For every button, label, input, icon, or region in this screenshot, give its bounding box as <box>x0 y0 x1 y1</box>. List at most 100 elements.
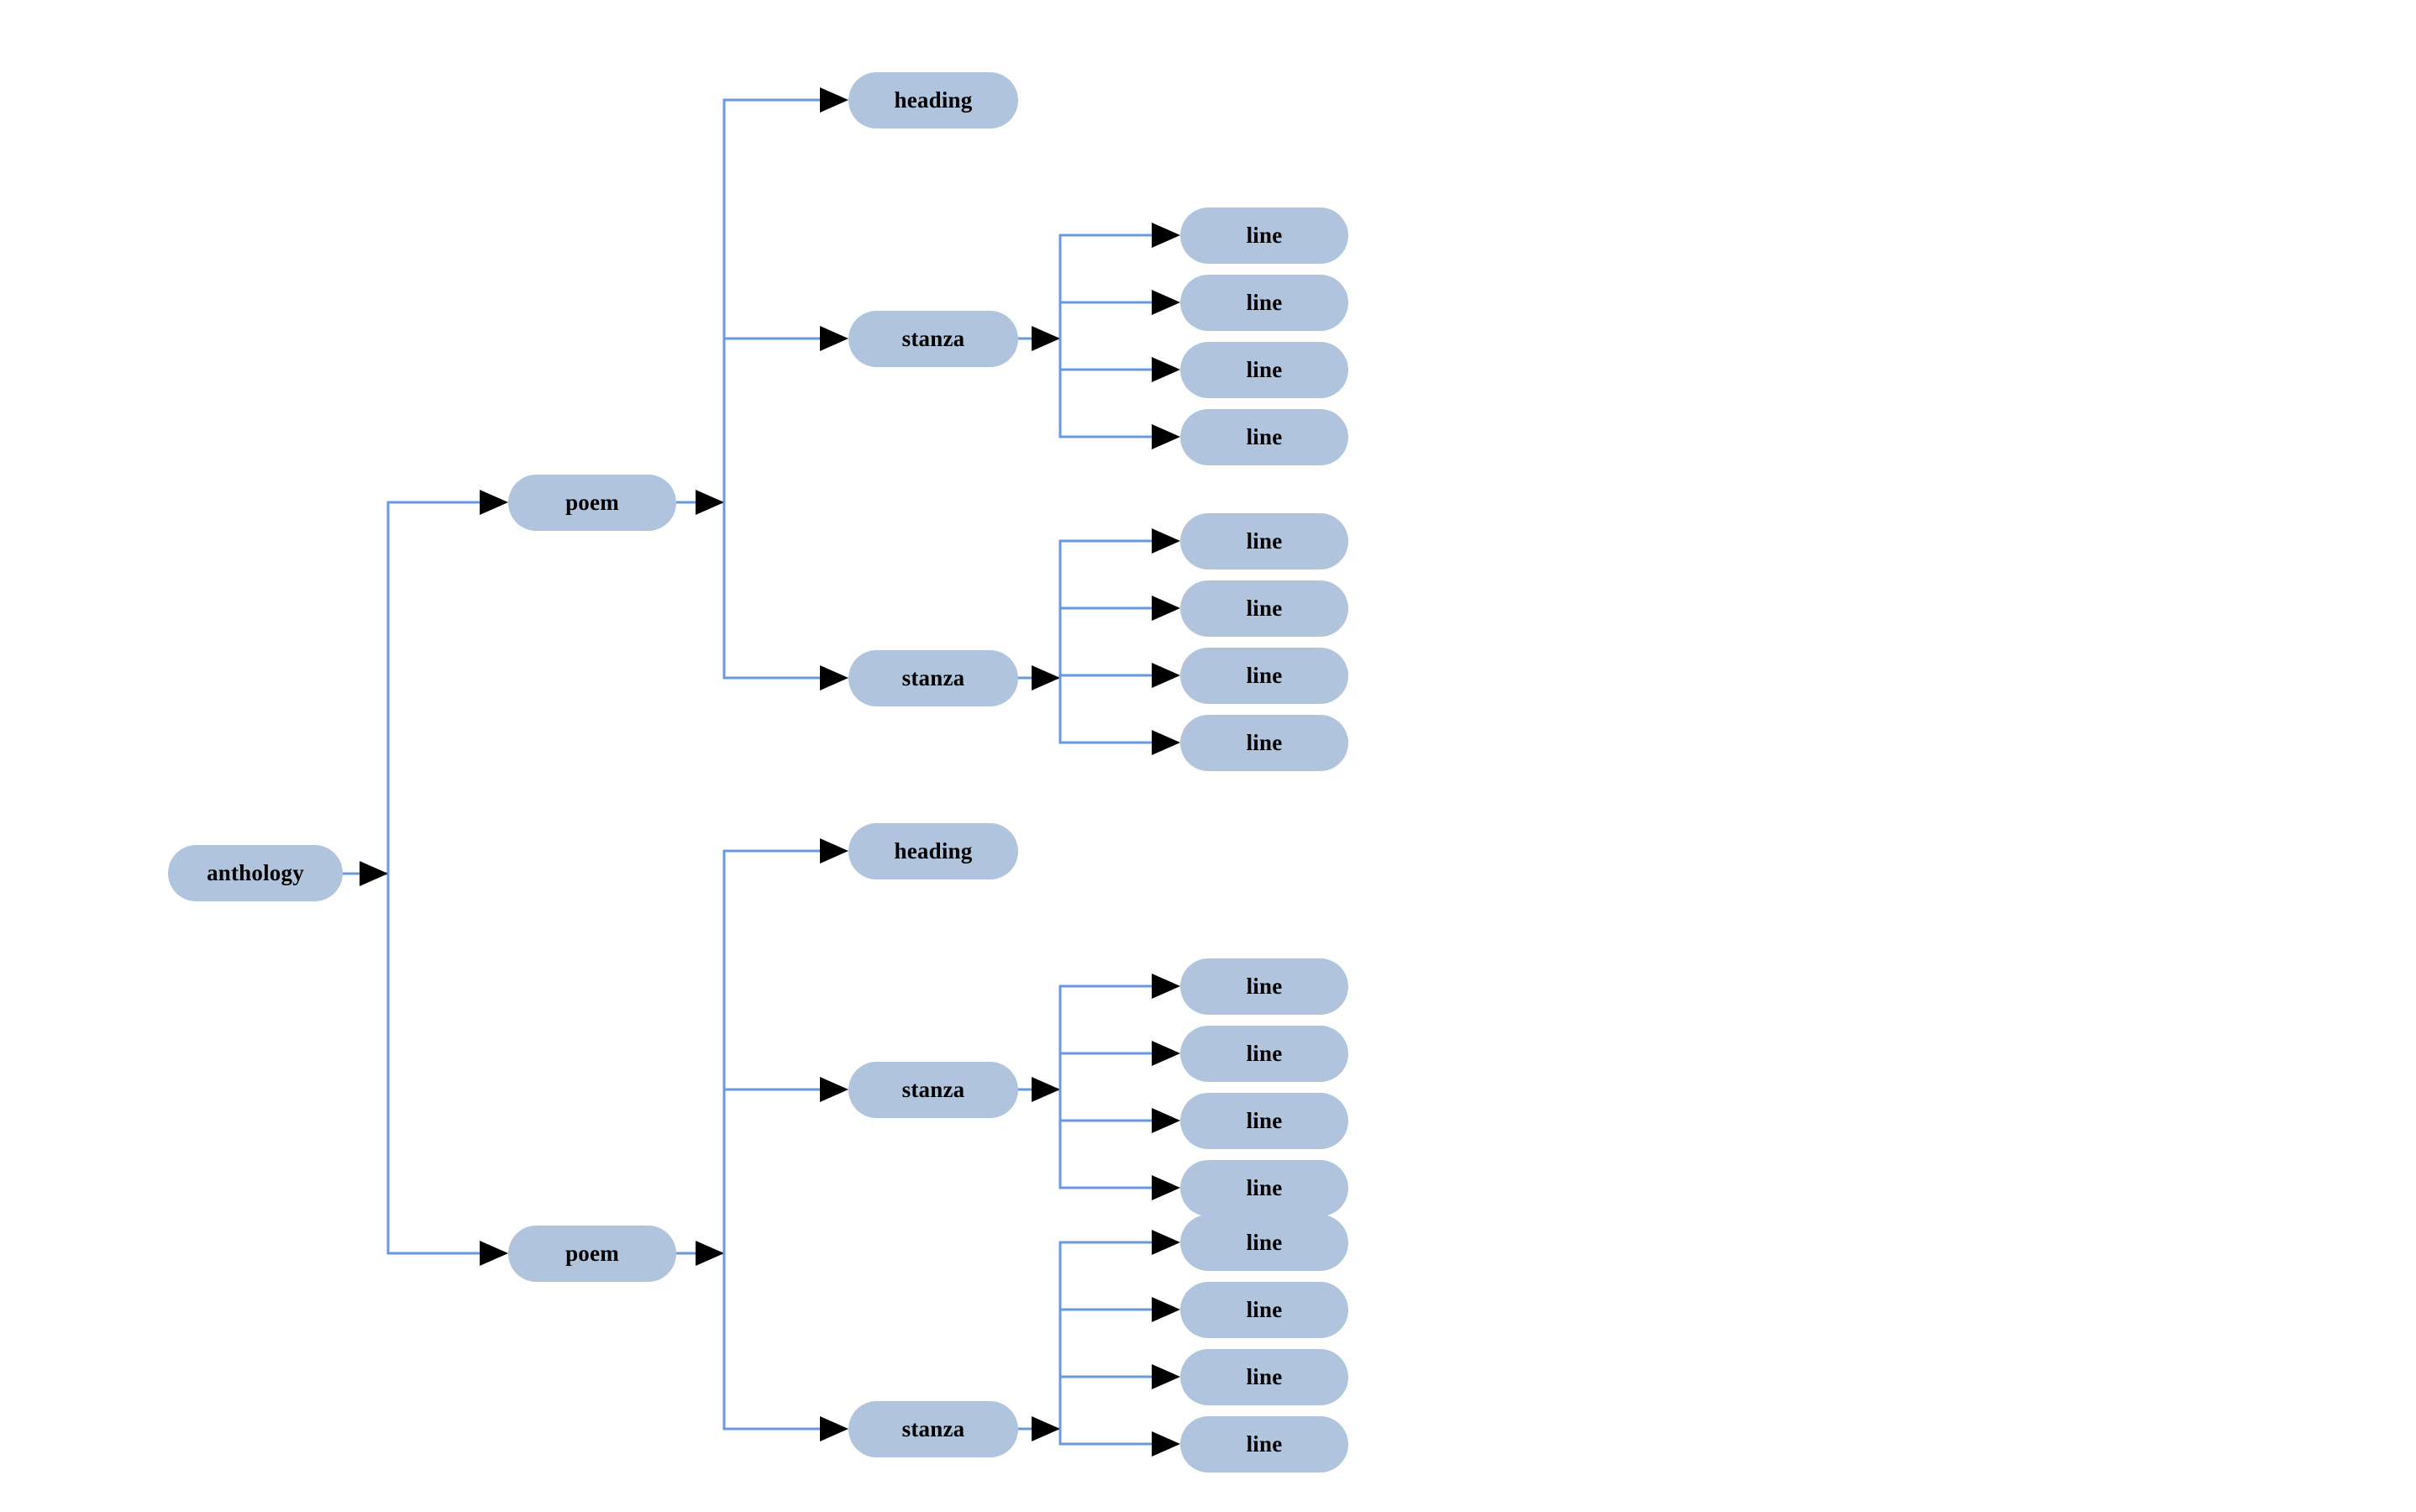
node-p1-s1-l2[interactable]: line <box>1180 275 1348 331</box>
node-label: heading <box>894 87 973 113</box>
edge-4 <box>722 98 820 502</box>
edge-22 <box>1058 984 1152 1089</box>
arrowhead-12 <box>1152 223 1180 248</box>
node-p1-s1-l3[interactable]: line <box>1180 342 1348 398</box>
arrowhead-21 <box>1032 1077 1060 1102</box>
node-label: line <box>1246 1175 1283 1200</box>
edge-12 <box>1058 234 1152 339</box>
node-p1-stanza2[interactable]: stanza <box>848 650 1018 706</box>
arrowhead-11 <box>1032 326 1060 351</box>
arrowhead-24 <box>1152 1108 1180 1133</box>
node-label: line <box>1246 424 1283 449</box>
node-label: line <box>1246 1230 1283 1255</box>
node-p1-heading[interactable]: heading <box>848 72 1018 129</box>
edge-18 <box>1058 606 1152 678</box>
arrowhead-1 <box>480 490 508 515</box>
arrowhead-13 <box>1152 290 1180 315</box>
node-label: line <box>1246 528 1283 554</box>
node-p2-s1-l3[interactable]: line <box>1180 1093 1348 1149</box>
arrowhead-30 <box>1152 1431 1180 1457</box>
arrowhead-16 <box>1032 665 1060 690</box>
node-label: line <box>1246 596 1283 621</box>
edge-14 <box>1058 339 1152 371</box>
node-anthology[interactable]: anthology <box>168 845 343 901</box>
edge-25 <box>1058 1089 1152 1189</box>
arrowhead-8 <box>820 838 848 864</box>
arrowhead-10 <box>820 1416 848 1441</box>
node-p2-heading[interactable]: heading <box>848 823 1018 879</box>
arrowhead-5 <box>820 326 848 351</box>
arrowhead-17 <box>1152 528 1180 554</box>
node-label: poem <box>565 1241 619 1266</box>
node-p2-s2-l4[interactable]: line <box>1180 1416 1348 1473</box>
node-label: stanza <box>901 1077 965 1102</box>
node-poem1[interactable]: poem <box>508 475 676 531</box>
arrowhead-20 <box>1152 730 1180 755</box>
node-p1-s1-l4[interactable]: line <box>1180 409 1348 465</box>
edge-8 <box>722 849 820 1253</box>
node-p2-stanza1[interactable]: stanza <box>848 1062 1018 1118</box>
arrowhead-0 <box>360 861 388 886</box>
node-label: heading <box>894 838 973 864</box>
arrowhead-7 <box>696 1241 724 1266</box>
node-p2-s2-l3[interactable]: line <box>1180 1349 1348 1405</box>
arrowhead-18 <box>1152 596 1180 621</box>
edge-28 <box>1058 1308 1152 1429</box>
node-p2-s1-l2[interactable]: line <box>1180 1026 1348 1082</box>
node-p1-stanza1[interactable]: stanza <box>848 311 1018 367</box>
edge-15 <box>1058 339 1152 438</box>
edge-13 <box>1058 301 1152 339</box>
node-p2-s1-l4[interactable]: line <box>1180 1160 1348 1216</box>
edge-29 <box>1058 1375 1152 1429</box>
node-label: anthology <box>207 860 304 885</box>
edge-1 <box>386 501 480 874</box>
node-label: line <box>1246 1041 1283 1066</box>
arrowhead-22 <box>1152 974 1180 999</box>
edge-2 <box>386 874 480 1255</box>
node-label: line <box>1246 223 1283 248</box>
arrowhead-28 <box>1152 1297 1180 1322</box>
edge-27 <box>1058 1241 1152 1429</box>
arrowhead-27 <box>1152 1230 1180 1255</box>
arrowhead-15 <box>1152 424 1180 449</box>
node-label: line <box>1246 1297 1283 1322</box>
node-poem2[interactable]: poem <box>508 1226 676 1282</box>
node-label: line <box>1246 1108 1283 1133</box>
node-label: poem <box>565 490 619 515</box>
arrowhead-6 <box>820 665 848 690</box>
node-p2-s2-l2[interactable]: line <box>1180 1282 1348 1338</box>
edge-6 <box>722 502 820 680</box>
node-p1-s1-l1[interactable]: line <box>1180 207 1348 264</box>
node-label: line <box>1246 290 1283 315</box>
node-label: stanza <box>901 1416 965 1441</box>
edge-9 <box>722 1088 820 1253</box>
arrowhead-29 <box>1152 1364 1180 1389</box>
node-label: line <box>1246 1364 1283 1389</box>
edge-23 <box>1058 1052 1152 1089</box>
node-p1-s2-l1[interactable]: line <box>1180 513 1348 570</box>
node-label: stanza <box>901 326 965 351</box>
node-label: line <box>1246 357 1283 382</box>
node-p1-s2-l3[interactable]: line <box>1180 648 1348 704</box>
edge-24 <box>1058 1089 1152 1122</box>
node-p2-s1-l1[interactable]: line <box>1180 958 1348 1015</box>
node-label: stanza <box>901 665 965 690</box>
node-p1-s2-l4[interactable]: line <box>1180 715 1348 771</box>
edge-19 <box>1058 674 1152 678</box>
edge-30 <box>1058 1429 1152 1446</box>
edge-5 <box>722 337 820 502</box>
node-label: line <box>1246 1431 1283 1457</box>
arrowhead-3 <box>696 490 724 515</box>
arrowhead-2 <box>480 1241 508 1266</box>
node-p1-s2-l2[interactable]: line <box>1180 580 1348 637</box>
edge-17 <box>1058 539 1152 678</box>
node-label: line <box>1246 663 1283 688</box>
edge-10 <box>722 1253 820 1431</box>
node-p2-s2-l1[interactable]: line <box>1180 1215 1348 1271</box>
arrowhead-23 <box>1152 1041 1180 1066</box>
node-p2-stanza2[interactable]: stanza <box>848 1401 1018 1457</box>
arrowhead-4 <box>820 87 848 113</box>
arrowhead-26 <box>1032 1416 1060 1441</box>
arrowhead-14 <box>1152 357 1180 382</box>
